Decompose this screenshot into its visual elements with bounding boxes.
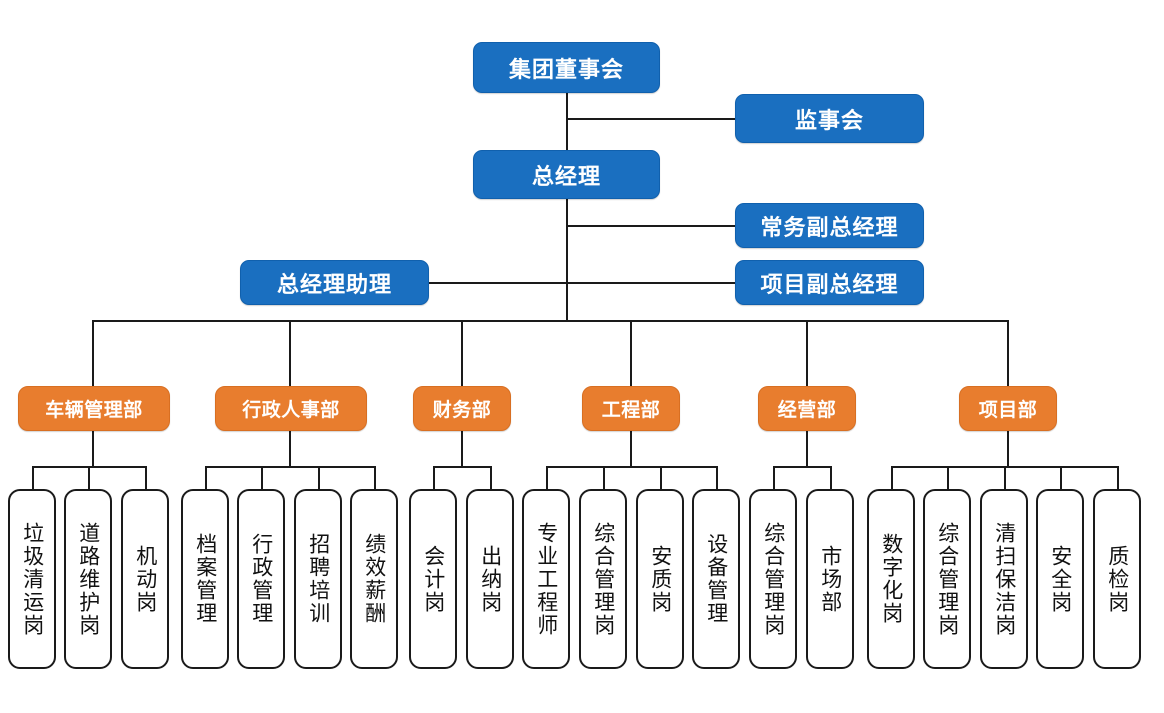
connector-bus-to-dept-1 [92, 320, 94, 386]
node-position-2-2[interactable]: 行政管理 [237, 489, 285, 669]
node-position-5-2[interactable]: 市场部 [806, 489, 854, 669]
node-department-1[interactable]: 车辆管理部 [18, 386, 170, 431]
connector-dept-1-leg-3 [145, 466, 147, 489]
node-position-1-3[interactable]: 机动岗 [121, 489, 169, 669]
node-executive-deputy-gm[interactable]: 常务副总经理 [735, 203, 924, 248]
node-position-6-4[interactable]: 安全岗 [1036, 489, 1084, 669]
connector-bus-to-dept-3 [461, 320, 463, 386]
connector-dept-2-leg-3 [318, 466, 320, 489]
node-position-1-1[interactable]: 垃圾清运岗 [8, 489, 56, 669]
connector-dept-5-drop [806, 431, 808, 466]
connector-bus-to-dept-6 [1007, 320, 1009, 386]
connector-dept-4-leg-1 [546, 466, 548, 489]
node-position-3-1[interactable]: 会计岗 [409, 489, 457, 669]
node-position-2-4[interactable]: 绩效薪酬 [350, 489, 398, 669]
node-department-5[interactable]: 经营部 [758, 386, 856, 431]
position-label: 道路维护岗 [76, 521, 101, 637]
connector-dept-5-bus [773, 466, 832, 468]
node-position-6-5[interactable]: 质检岗 [1093, 489, 1141, 669]
position-label: 垃圾清运岗 [20, 521, 45, 637]
connector-dept-3-bus [433, 466, 492, 468]
node-position-2-1[interactable]: 档案管理 [181, 489, 229, 669]
position-label: 设备管理 [704, 533, 729, 625]
connector-dept-1-drop [92, 431, 94, 466]
position-label: 质检岗 [1105, 544, 1130, 614]
connector-dept-3-drop [461, 431, 463, 466]
connector-dept-6-drop [1007, 431, 1009, 466]
connector-gm-trunk [566, 199, 568, 321]
connector-dept-6-leg-1 [891, 466, 893, 489]
connector-dept-2-leg-4 [374, 466, 376, 489]
connector-bus-to-dept-4 [630, 320, 632, 386]
connector-dept-3-leg-1 [433, 466, 435, 489]
node-position-2-3[interactable]: 招聘培训 [294, 489, 342, 669]
connector-board-to-gm [566, 93, 568, 150]
connector-dept-5-leg-1 [773, 466, 775, 489]
node-board[interactable]: 集团董事会 [473, 42, 660, 93]
node-supervisory-board[interactable]: 监事会 [735, 94, 924, 143]
position-label: 综合管理岗 [591, 521, 616, 637]
node-department-2[interactable]: 行政人事部 [215, 386, 367, 431]
position-label: 综合管理岗 [761, 521, 786, 637]
connector-trunk-to-supervisory [566, 118, 736, 120]
connector-dept-4-leg-4 [716, 466, 718, 489]
connector-dept-1-leg-1 [32, 466, 34, 489]
node-position-4-2[interactable]: 综合管理岗 [579, 489, 627, 669]
position-label: 数字化岗 [879, 533, 904, 625]
connector-dept-6-leg-2 [947, 466, 949, 489]
connector-bus-to-dept-5 [806, 320, 808, 386]
connector-dept-6-leg-5 [1117, 466, 1119, 489]
position-label: 档案管理 [193, 533, 218, 625]
position-label: 安全岗 [1048, 544, 1073, 614]
node-position-6-1[interactable]: 数字化岗 [867, 489, 915, 669]
position-label: 清扫保洁岗 [992, 521, 1017, 637]
node-position-4-3[interactable]: 安质岗 [636, 489, 684, 669]
connector-dept-4-drop [630, 431, 632, 466]
connector-dept-2-drop [289, 431, 291, 466]
node-position-5-1[interactable]: 综合管理岗 [749, 489, 797, 669]
connector-dept-2-bus [205, 466, 376, 468]
connector-trunk-to-executive-deputy [566, 225, 736, 227]
position-label: 招聘培训 [306, 533, 331, 625]
connector-dept-3-leg-2 [490, 466, 492, 489]
node-position-3-2[interactable]: 出纳岗 [466, 489, 514, 669]
connector-department-bus [92, 320, 1008, 322]
node-department-3[interactable]: 财务部 [413, 386, 511, 431]
connector-dept-4-bus [546, 466, 718, 468]
connector-dept-6-leg-3 [1004, 466, 1006, 489]
position-label: 会计岗 [421, 544, 446, 614]
node-position-6-2[interactable]: 综合管理岗 [923, 489, 971, 669]
node-department-6[interactable]: 项目部 [959, 386, 1057, 431]
node-project-deputy-gm[interactable]: 项目副总经理 [735, 260, 924, 305]
node-position-4-4[interactable]: 设备管理 [692, 489, 740, 669]
node-general-manager[interactable]: 总经理 [473, 150, 660, 199]
connector-dept-4-leg-2 [603, 466, 605, 489]
node-position-4-1[interactable]: 专业工程师 [522, 489, 570, 669]
connector-dept-5-leg-2 [830, 466, 832, 489]
position-label: 行政管理 [249, 533, 274, 625]
node-department-4[interactable]: 工程部 [582, 386, 680, 431]
connector-dept-1-leg-2 [88, 466, 90, 489]
position-label: 机动岗 [133, 544, 158, 614]
connector-trunk-to-gm-assistant [429, 282, 567, 284]
position-label: 专业工程师 [534, 521, 559, 637]
position-label: 综合管理岗 [935, 521, 960, 637]
connector-trunk-to-project-deputy [566, 282, 736, 284]
node-gm-assistant[interactable]: 总经理助理 [240, 260, 429, 305]
connector-dept-2-leg-2 [261, 466, 263, 489]
node-position-6-3[interactable]: 清扫保洁岗 [980, 489, 1028, 669]
position-label: 绩效薪酬 [362, 533, 387, 625]
connector-dept-6-leg-4 [1060, 466, 1062, 489]
position-label: 出纳岗 [478, 544, 503, 614]
position-label: 市场部 [818, 544, 843, 614]
connector-bus-to-dept-2 [289, 320, 291, 386]
node-position-1-2[interactable]: 道路维护岗 [64, 489, 112, 669]
position-label: 安质岗 [648, 544, 673, 614]
connector-dept-4-leg-3 [660, 466, 662, 489]
connector-dept-2-leg-1 [205, 466, 207, 489]
